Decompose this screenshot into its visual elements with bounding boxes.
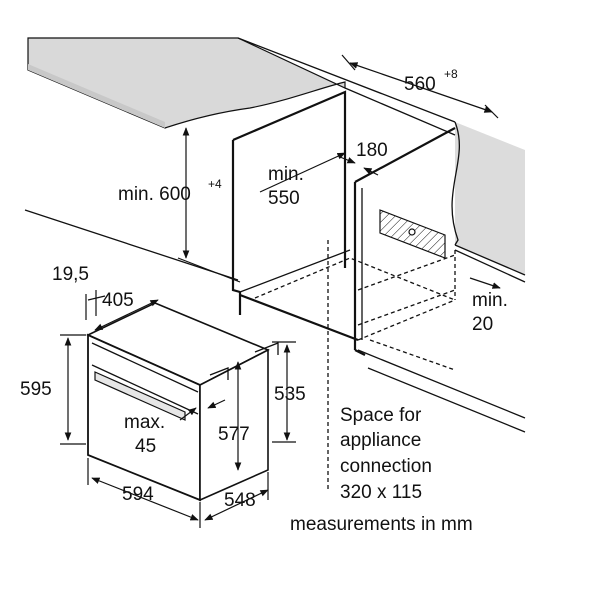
dim-535-label: 535 [274, 384, 306, 405]
dim-max-label-2: 45 [135, 436, 156, 457]
space-note-line-2: appliance [340, 430, 421, 451]
gap-180-label: 180 [356, 140, 388, 161]
back-min-label-1: min. [472, 290, 508, 311]
oven-body [86, 302, 279, 502]
height-min-tolerance: +4 [208, 177, 222, 191]
dim-19-5-label: 19,5 [52, 264, 89, 285]
inner-min-label-2: 550 [268, 188, 300, 209]
notes: Space for appliance connection 320 x 115… [290, 405, 473, 535]
back-min-label-2: 20 [472, 314, 493, 335]
dim-548-label: 548 [224, 490, 256, 511]
depth-top-label: 560 [404, 74, 436, 95]
depth-top-tolerance: +8 [444, 67, 458, 81]
units-note: measurements in mm [290, 514, 473, 535]
height-min-label: min. 600 [118, 184, 191, 205]
space-note-line-4: 320 x 115 [340, 482, 422, 503]
connection-socket [379, 209, 446, 259]
niche-hidden-edges [254, 230, 456, 490]
worktop [27, 37, 346, 129]
dimension-labels: 560 +8 min. 600 +4 min. 550 180 min. 20 … [20, 67, 508, 511]
dim-595-label: 595 [20, 379, 52, 400]
dim-405-label: 405 [102, 290, 134, 311]
dim-max-label-1: max. [124, 412, 165, 433]
dim-577-label: 577 [218, 424, 250, 445]
dim-594-label: 594 [122, 484, 154, 505]
space-note-line-1: Space for [340, 405, 422, 426]
space-note-line-3: connection [340, 456, 432, 477]
cabinet-niche [231, 90, 456, 356]
inner-min-label-1: min. [268, 164, 304, 185]
back-wall-right [451, 121, 525, 275]
dimension-lines [60, 54, 501, 528]
